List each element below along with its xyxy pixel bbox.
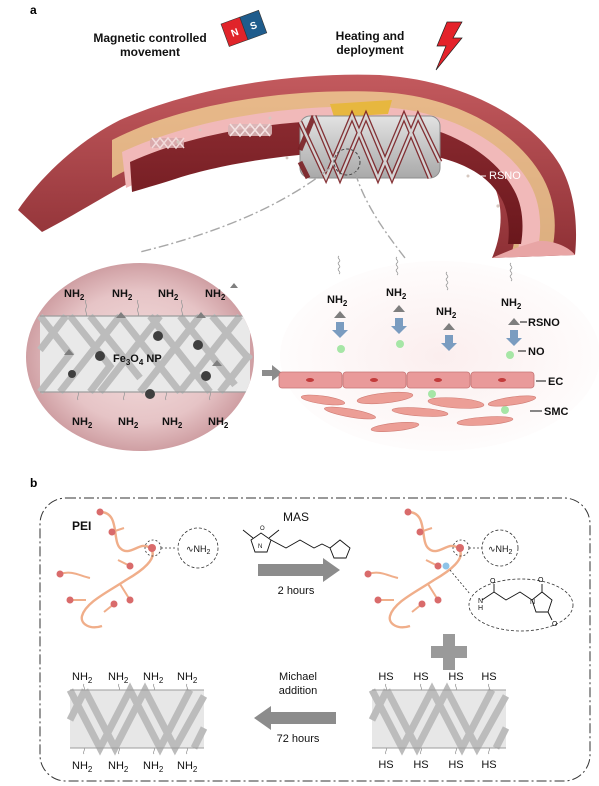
zoom-line-right (354, 171, 406, 259)
amine-zoom-circle-right (481, 529, 519, 567)
step2-line2: addition (279, 685, 318, 697)
wall-amine-label-2: NH2 (386, 287, 407, 301)
thiol-stent (368, 682, 510, 756)
heating-caption-line1: Heating and (336, 29, 405, 43)
amine-top-4: NH2 (177, 671, 198, 685)
vessel-cut-face (492, 240, 575, 258)
zoom-circle (333, 148, 361, 176)
panel-b-frame (39, 497, 591, 782)
thiol-top-1: HS (378, 671, 393, 683)
fe3o4-np-label: Fe3O4 NP (113, 353, 162, 367)
amine-zoom-circle-left (177, 527, 219, 569)
step1-arrow (258, 558, 340, 582)
thiol-top-2: HS (413, 671, 428, 683)
amine-top-1: NH2 (72, 671, 93, 685)
step1-time: 2 hours (278, 585, 315, 597)
pei-label: PEI (72, 519, 91, 533)
amide-n: N (478, 598, 483, 605)
amine-bottom-3: NH2 (143, 760, 164, 774)
thiol-bottom-4: HS (481, 759, 496, 771)
step2-time: 72 hours (277, 733, 320, 745)
blob-amine-label-7: NH2 (162, 416, 183, 430)
thiol-bottom-2: HS (413, 759, 428, 771)
gold-coating-band (330, 100, 392, 117)
stent-surface-magnified: NH2 NH2 NH2 NH2 Fe3O4 NP NH2 NH2 NH2 NH2 (26, 263, 254, 451)
magnet-caption-line2: movement (120, 45, 180, 59)
maleimide-o-bottom: O (552, 621, 558, 628)
thiol-top-3: HS (448, 671, 463, 683)
blob-amine-label-1: NH2 (64, 288, 85, 302)
amide-o: O (490, 578, 496, 585)
amine-top-3: NH2 (143, 671, 164, 685)
blood-vessel (18, 74, 577, 258)
maleimide-structure (481, 584, 553, 621)
maleimide-pei-polymer (364, 508, 464, 629)
blob-amine-label-2: NH2 (112, 288, 133, 302)
deployed-stent (297, 109, 443, 185)
mas-ring-o: O (260, 526, 265, 532)
blob-amine-label-3: NH2 (158, 288, 179, 302)
mas-reagent-structure (242, 529, 351, 559)
lightning-icon (435, 21, 463, 71)
heating-caption-line2: deployment (336, 43, 403, 57)
endothelial-cell-layer (278, 371, 535, 389)
amine-bottom-2: NH2 (108, 760, 129, 774)
no-molecules (337, 340, 514, 414)
blob-amine-label-4: NH2 (205, 288, 226, 302)
thiol-bottom-3: HS (448, 759, 463, 771)
pendant-amine-right: ∿NH2 (488, 544, 513, 556)
wall-amine-label-3: NH2 (436, 306, 457, 320)
wall-rsno-label: RSNO (528, 317, 560, 329)
magnet-icon: N S (220, 9, 268, 47)
thiol-bottom-1: HS (378, 759, 393, 771)
blob-amine-label-5: NH2 (72, 416, 93, 430)
wall-amine-label-4: NH2 (501, 297, 522, 311)
maleimide-n: N (530, 599, 535, 606)
wall-amine-label-1: NH2 (327, 294, 348, 308)
wall-smc-label: SMC (544, 406, 569, 418)
wall-ec-label: EC (548, 376, 563, 388)
magnet-north-label: N (230, 27, 241, 40)
blob-amine-label-6: NH2 (118, 416, 139, 430)
zoom-line-left (139, 167, 331, 253)
rsno-label: RSNO (489, 170, 521, 182)
amide-h: H (478, 605, 483, 612)
blood-particles (176, 116, 500, 208)
fe3o4-nanoparticles (68, 331, 211, 399)
compressed-stent-medium (228, 122, 272, 138)
amine-stent (66, 682, 208, 756)
step2-line1: Michael (279, 671, 317, 683)
amine-bottom-1: NH2 (72, 760, 93, 774)
panel-b-label: b (30, 476, 37, 490)
maleimide-zoom-circle (468, 578, 574, 632)
pei-polymer (56, 508, 156, 629)
mas-ring-n: N (258, 544, 262, 550)
wall-no-label: NO (528, 346, 545, 358)
maleimide-o-top: O (538, 577, 544, 584)
magnet-south-label: S (249, 20, 259, 33)
panel-a-label: a (30, 3, 37, 17)
pendant-amine-left: ∿NH2 (186, 544, 211, 556)
magnet-caption-line1: Magnetic controlled (93, 31, 206, 45)
mas-label: MAS (283, 510, 309, 524)
amine-bottom-4: NH2 (177, 760, 198, 774)
step2-arrow (254, 706, 336, 730)
amine-top-2: NH2 (108, 671, 129, 685)
blob-amine-label-8: NH2 (208, 416, 229, 430)
vessel-wall-detail: NH2 NH2 NH2 NH2 (278, 255, 599, 451)
plus-icon (431, 634, 467, 670)
flow-arrow (262, 365, 282, 381)
thiol-top-4: HS (481, 671, 496, 683)
smooth-muscle-cell-layer (300, 391, 537, 433)
